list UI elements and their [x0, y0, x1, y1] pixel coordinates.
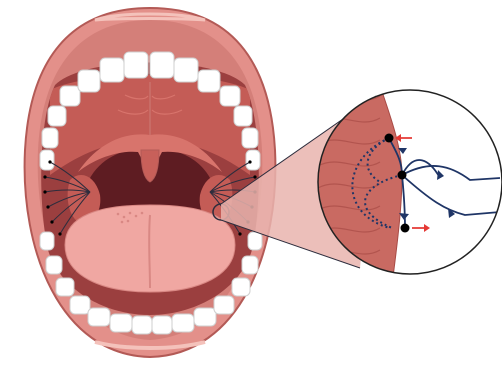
papilla-dot: [123, 216, 126, 219]
lower-tooth: [70, 296, 90, 314]
lower-tooth: [40, 232, 54, 250]
lower-tooth: [232, 278, 250, 296]
upper-tooth: [100, 58, 124, 82]
lower-tooth: [248, 232, 262, 250]
upper-tooth: [124, 52, 148, 78]
upper-tooth: [246, 150, 260, 170]
lower-tooth: [172, 314, 194, 332]
lower-tooth: [242, 256, 258, 274]
lower-tooth: [214, 296, 234, 314]
upper-tooth: [174, 58, 198, 82]
lower-tooth: [88, 308, 110, 326]
papilla-dot: [129, 212, 132, 215]
nerve-dot: [248, 160, 251, 163]
upper-tooth: [220, 86, 240, 106]
nerve-dot: [46, 205, 49, 208]
papilla-dot: [135, 215, 138, 218]
lower-tooth: [152, 316, 172, 334]
lower-tooth: [46, 256, 62, 274]
upper-tooth: [48, 106, 66, 126]
lower-tooth: [132, 316, 152, 334]
nerve-dot: [48, 160, 51, 163]
nerve-dot: [50, 220, 53, 223]
upper-tooth: [198, 70, 220, 92]
node-middle: [398, 171, 407, 180]
node-top: [385, 134, 394, 143]
lower-tooth: [194, 308, 216, 326]
papilla-dot: [127, 220, 130, 223]
upper-tooth: [150, 52, 174, 78]
papilla-dot: [117, 213, 120, 216]
papilla-dot: [141, 212, 144, 215]
nerve-dot: [43, 175, 46, 178]
papilla-dot: [121, 221, 124, 224]
lower-tooth: [56, 278, 74, 296]
nerve-dot: [238, 232, 241, 235]
muscle-fiber: [318, 272, 380, 276]
upper-tooth: [234, 106, 252, 126]
tongue-groove: [149, 215, 150, 288]
nerve-dot: [43, 190, 46, 193]
upper-tooth: [40, 150, 54, 170]
nerve-dot: [58, 232, 61, 235]
upper-tooth: [42, 128, 58, 148]
upper-tooth: [78, 70, 100, 92]
lip-highlight-top: [95, 14, 205, 20]
node-bottom: [401, 224, 410, 233]
upper-tooth: [60, 86, 80, 106]
nerve-dot: [253, 175, 256, 178]
upper-tooth: [242, 128, 258, 148]
lower-tooth: [110, 314, 132, 332]
